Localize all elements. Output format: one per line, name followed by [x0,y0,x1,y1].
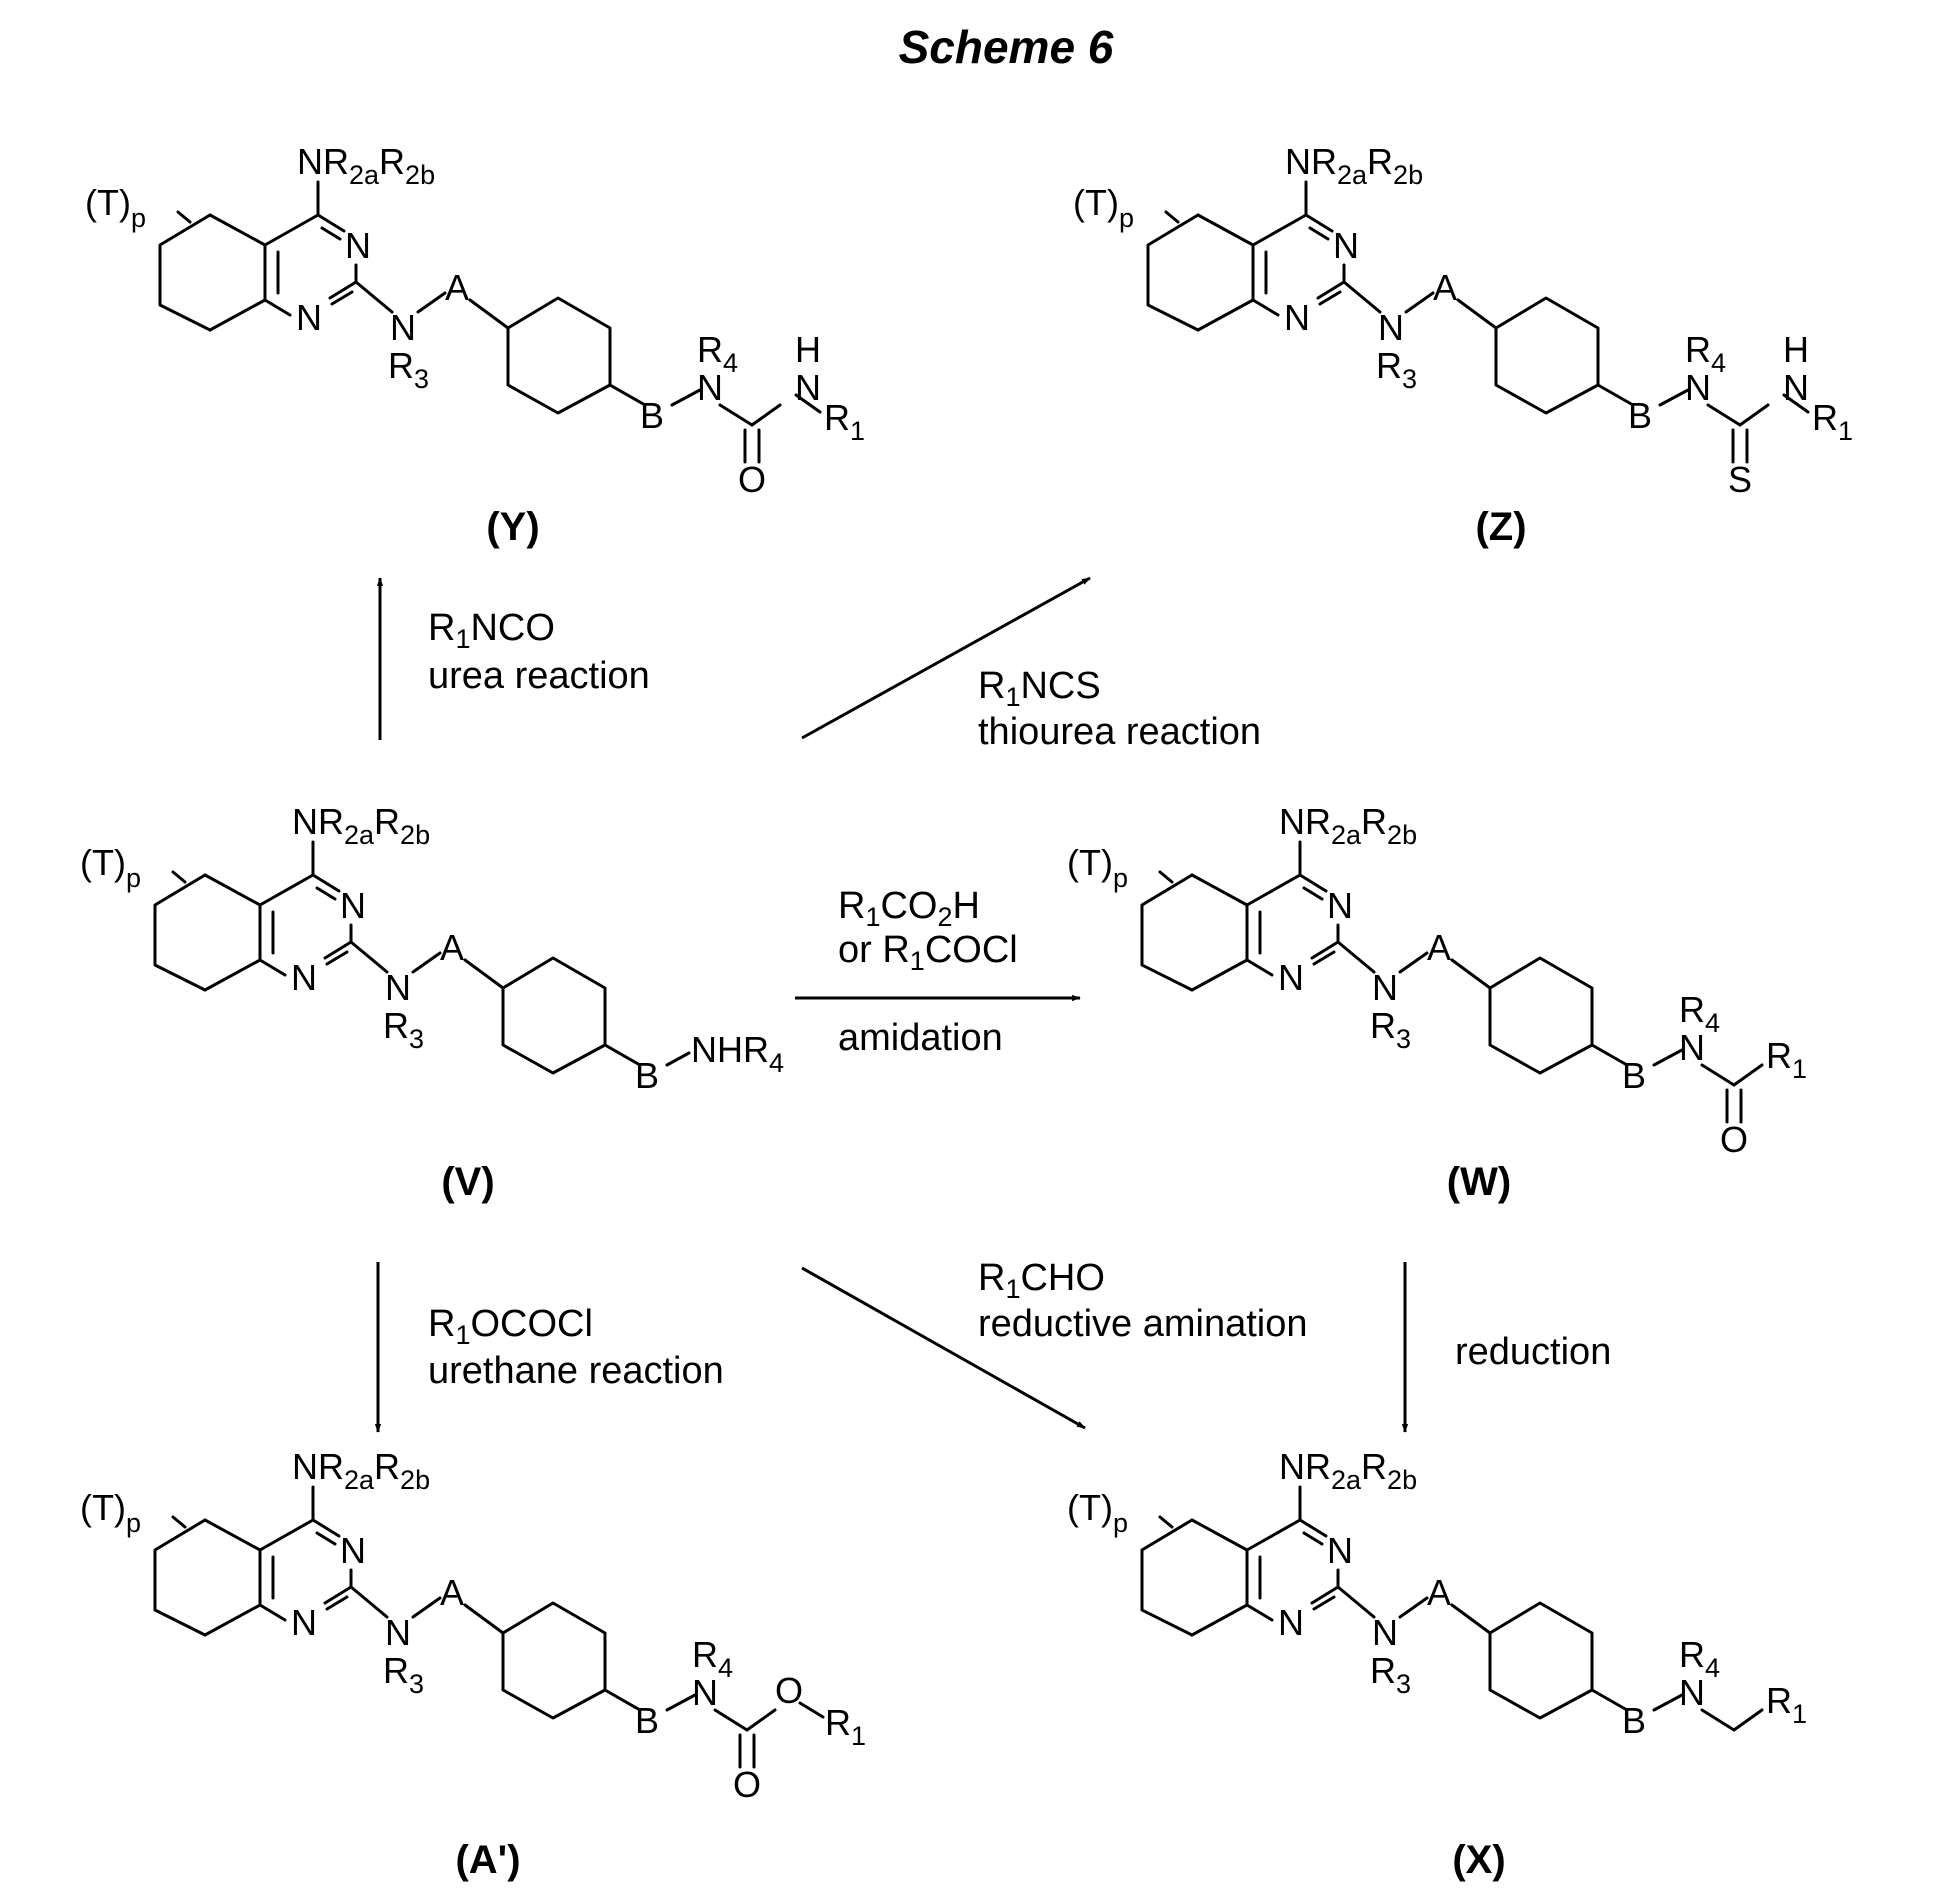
z-n2: N [1783,367,1809,408]
w-r1: R1 [1766,1035,1807,1084]
reagent-to-x: R1CHO [978,1257,1105,1304]
reaction-name-to-y: urea reaction [428,655,650,697]
reagent-to-a-prime: R1OCOCl [428,1303,593,1350]
y-r1: R1 [824,397,865,446]
linker-n: N [390,307,416,348]
reagent-to-z: R1NCS [978,665,1101,712]
ap-n1: N [692,1672,718,1713]
reaction-name-w-to-x: reduction [1455,1331,1611,1373]
z-h: H [1783,329,1809,370]
reagent-to-w-1: R1CO2H [838,885,980,932]
y-n2: N [795,367,821,408]
v-tail: NHR4 [691,1029,784,1078]
z-s: S [1728,459,1752,500]
z-n1: N [1685,367,1711,408]
x-n1: N [1679,1672,1705,1713]
label-x: (X) [1452,1838,1505,1882]
linker-a: A [445,267,469,308]
reaction-name-to-w: amidation [838,1017,1003,1059]
z-r1: R1 [1812,397,1853,446]
y-n1: N [697,367,723,408]
reaction-name-to-z: thiourea reaction [978,711,1261,753]
compound-w: R4 N R1 O (W) [1067,801,1807,1204]
label-w: (W) [1447,1160,1511,1204]
pyrimidine-n-upper: N [345,225,371,266]
y-o: O [738,459,766,500]
label-a-prime: (A') [455,1838,520,1882]
reagent-to-w-2: or R1COCl [838,929,1018,976]
r3-substituent: R3 [388,345,429,394]
compound-z: R4 N H N R1 S (Z) [1073,141,1853,549]
ap-o-ester: O [775,1670,803,1711]
reagent-to-y: R1NCO [428,607,555,654]
ap-r1: R1 [825,1702,866,1751]
w-o: O [1720,1119,1748,1160]
w-n1: N [1679,1027,1705,1068]
compound-v: NHR4 (V) [80,801,784,1204]
label-z: (Z) [1475,505,1526,549]
ap-o-carbonyl: O [733,1764,761,1805]
compound-a-prime: R4 N O R1 O (A') [80,1446,866,1882]
compound-y: R4 N H N R1 O (Y) [486,329,865,549]
x-r1: R1 [1766,1680,1807,1729]
pyrimidine-n-lower: N [296,297,322,338]
t-substituent: (T)p [85,182,146,233]
scheme-title: Scheme 6 [899,21,1114,73]
reaction-name-to-a-prime: urethane reaction [428,1350,724,1392]
label-v: (V) [441,1160,494,1204]
label-y: (Y) [486,505,539,549]
compound-x: R4 N R1 (X) [1067,1446,1807,1882]
reaction-name-to-x: reductive amination [978,1303,1308,1345]
y-h: H [795,329,821,370]
linker-b: B [640,395,664,436]
